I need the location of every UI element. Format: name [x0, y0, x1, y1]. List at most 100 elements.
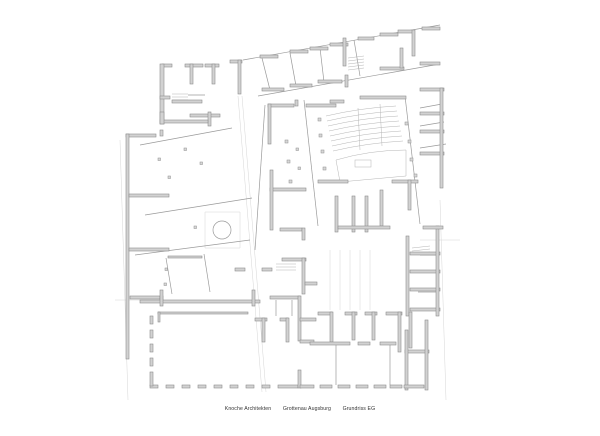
wall-segment	[165, 384, 175, 389]
wall-segment	[297, 369, 302, 389]
wall-segment	[385, 311, 403, 316]
wall-segment	[397, 29, 415, 34]
wall-segment	[289, 83, 313, 88]
wall-segment	[267, 103, 272, 145]
wall-segment	[364, 195, 369, 233]
wall-segment	[261, 87, 285, 92]
wall-segment	[357, 36, 375, 41]
wall-segment	[357, 341, 371, 346]
wall-segment	[149, 357, 154, 367]
wall-segment	[329, 311, 334, 343]
wall-segment	[159, 129, 164, 137]
wall-segment	[159, 289, 164, 307]
wall-segment	[289, 49, 309, 54]
wall-segment	[189, 63, 194, 85]
column	[163, 282, 167, 286]
wall-segment	[301, 227, 306, 241]
wall-segment	[229, 59, 243, 64]
wall-segment	[211, 63, 216, 85]
wall-segment	[277, 384, 299, 389]
wall-segment	[364, 311, 378, 316]
column	[318, 133, 323, 138]
wall-segment	[261, 317, 266, 343]
wall-segment	[373, 384, 387, 389]
wall-segment	[419, 87, 445, 92]
column	[164, 267, 168, 271]
wall-segment	[157, 311, 249, 315]
wall-segment	[404, 329, 409, 391]
column	[284, 139, 289, 144]
wall-segment	[351, 195, 356, 233]
wall-segment	[337, 384, 351, 389]
wall-segment	[149, 343, 154, 353]
architect-label: Knoche Architekten	[224, 406, 272, 412]
wall-segment	[419, 129, 445, 134]
wall-segment	[344, 74, 349, 88]
column	[295, 147, 299, 151]
wall-segment	[285, 317, 290, 343]
wall-segment	[422, 225, 444, 230]
wall-segment	[159, 95, 171, 100]
wall-segment	[261, 267, 273, 272]
wall-segment	[269, 169, 274, 231]
wall-segment	[407, 179, 412, 211]
wall-segment	[421, 26, 441, 31]
wall-segment	[329, 42, 349, 47]
wall-segment	[411, 29, 416, 57]
wall-segment	[304, 281, 318, 286]
wall-segment	[125, 133, 130, 360]
project-label: Grottenau Augsburg	[282, 406, 332, 412]
column	[404, 121, 409, 126]
wall-segment	[184, 63, 204, 68]
structural-columns	[157, 117, 418, 286]
wall-segment	[419, 61, 441, 66]
wall-segment	[299, 317, 317, 322]
wall-segment	[309, 46, 329, 51]
wall-segment	[419, 151, 445, 156]
column	[199, 161, 203, 165]
wall-segment	[294, 99, 299, 107]
wall-segment	[167, 255, 203, 259]
wall-segment	[279, 227, 303, 232]
wall-segment	[405, 235, 410, 317]
wall-segment	[259, 54, 279, 59]
wall-segment	[261, 384, 271, 389]
column	[183, 147, 187, 151]
wall-segment	[379, 66, 405, 71]
wall-segment	[344, 311, 358, 316]
wall-segment	[269, 295, 301, 300]
wall-segment	[399, 47, 404, 69]
column	[322, 166, 327, 171]
column	[409, 157, 414, 162]
wall-segment	[229, 384, 239, 389]
column	[167, 175, 171, 179]
wall-segment	[409, 287, 441, 292]
wall-segment	[309, 341, 351, 346]
column	[288, 179, 293, 184]
wall-segment	[197, 384, 207, 389]
wall-segment	[125, 133, 157, 138]
wall-segment	[281, 257, 307, 262]
wall-segment	[397, 311, 402, 353]
column	[317, 117, 322, 122]
wall-segment	[251, 289, 256, 307]
wall-segment	[379, 341, 397, 346]
wall-segment	[419, 111, 445, 116]
wall-segment	[157, 311, 161, 323]
wall-segment	[337, 225, 391, 230]
wall-segment	[371, 311, 376, 341]
column	[407, 139, 412, 144]
wall-segment	[149, 384, 159, 389]
wall-segment	[379, 32, 399, 37]
auditorium-seating	[325, 103, 407, 183]
wall-segment	[389, 384, 403, 389]
wall-segment	[207, 111, 212, 127]
wall-segment	[317, 179, 349, 184]
wall-segment	[128, 193, 170, 198]
wall-segment	[351, 311, 356, 341]
wall-segment	[269, 187, 307, 192]
wall-segment	[254, 317, 268, 322]
wall-segment	[391, 179, 419, 184]
wall-segment	[403, 384, 425, 389]
